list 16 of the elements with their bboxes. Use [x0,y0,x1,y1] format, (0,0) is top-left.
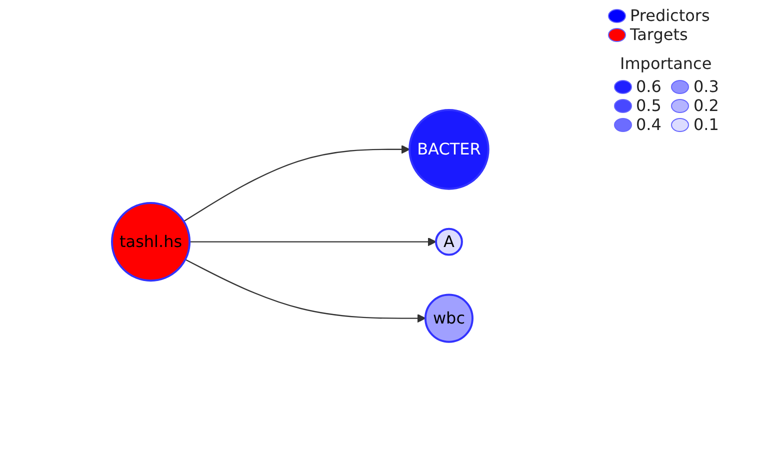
arrow [189,236,436,246]
node-circle: A [434,227,463,256]
legend-label: 0.1 [693,115,719,134]
node-circle: BACTER [408,108,490,190]
legend-label: 0.6 [636,77,662,96]
legend-label: 0.4 [636,115,662,134]
legend-label: 0.5 [636,96,662,115]
legend-label: 0.2 [693,96,719,115]
arrow [183,144,410,222]
legend-label: Targets [630,25,688,44]
legend-heading: Importance [620,54,713,73]
node-circle: wbc [424,293,474,342]
legend-label: 0.3 [693,77,719,96]
node-circle: tashl.hs [110,202,190,282]
arrow [184,258,426,322]
legend-label: Predictors [630,6,710,25]
